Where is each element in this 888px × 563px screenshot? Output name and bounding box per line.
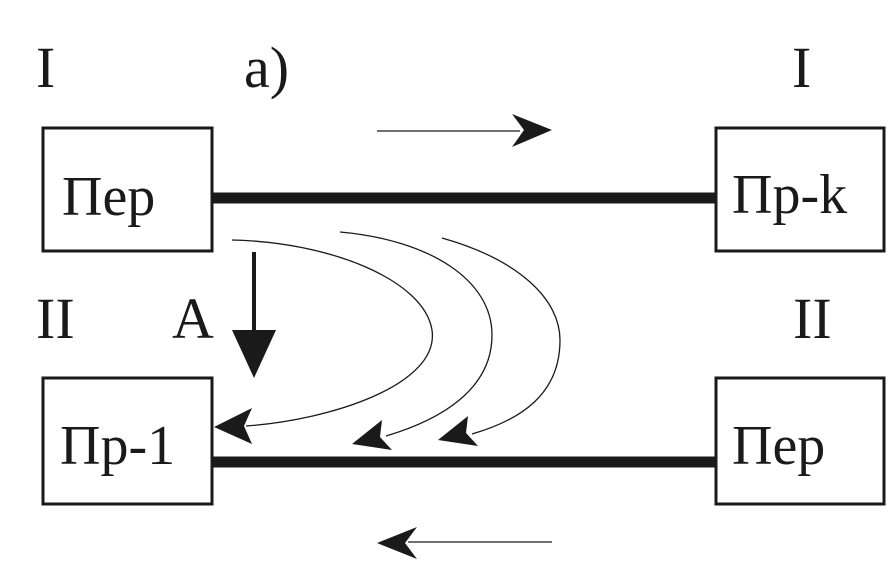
label-i-top-right: I [792, 35, 811, 100]
box-label-pr-1: Пр-1 [60, 415, 175, 477]
label-ii-right: II [793, 286, 832, 351]
label-i-top-left: I [36, 35, 55, 100]
box-label-pr-k: Пр-k [732, 164, 847, 226]
crosstalk-curve-near [214, 239, 433, 444]
arrow-left-icon [377, 527, 552, 559]
crosstalk-curve-far [438, 237, 561, 446]
label-a-paren: а) [244, 35, 289, 100]
arrow-down-icon [232, 252, 276, 378]
box-transmitter-top-left: Пер [41, 126, 214, 253]
box-label-per-top: Пер [62, 166, 155, 228]
label-a-point: A [172, 286, 214, 351]
crosstalk-curve-middle [339, 231, 493, 450]
box-receiver-bottom-left: Пр-1 [41, 376, 214, 506]
box-label-per-bottom: Пер [732, 415, 825, 477]
arrow-right-icon [377, 114, 552, 147]
box-receiver-top-right: Пр-k [714, 126, 886, 253]
label-ii-left: II [36, 286, 75, 351]
box-transmitter-bottom-right: Пер [714, 376, 886, 506]
